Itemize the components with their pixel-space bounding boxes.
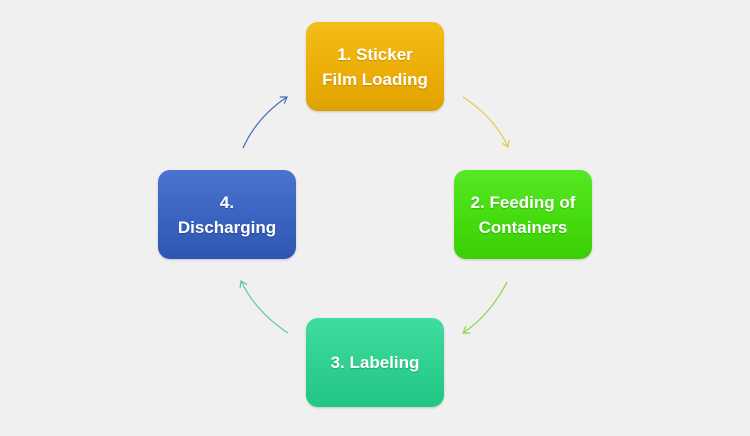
step-labeling: 3. Labeling — [306, 318, 444, 407]
step-discharging: 4. Discharging — [158, 170, 296, 259]
arrow-step4-to-step1 — [242, 96, 288, 149]
arrow-step2-to-step3 — [462, 281, 508, 334]
step-feeding-of-containers: 2. Feeding of Containers — [454, 170, 592, 259]
arrow-step3-to-step4 — [239, 280, 289, 334]
arrow-step1-to-step2 — [462, 96, 510, 148]
step-sticker-film-loading: 1. Sticker Film Loading — [306, 22, 444, 111]
